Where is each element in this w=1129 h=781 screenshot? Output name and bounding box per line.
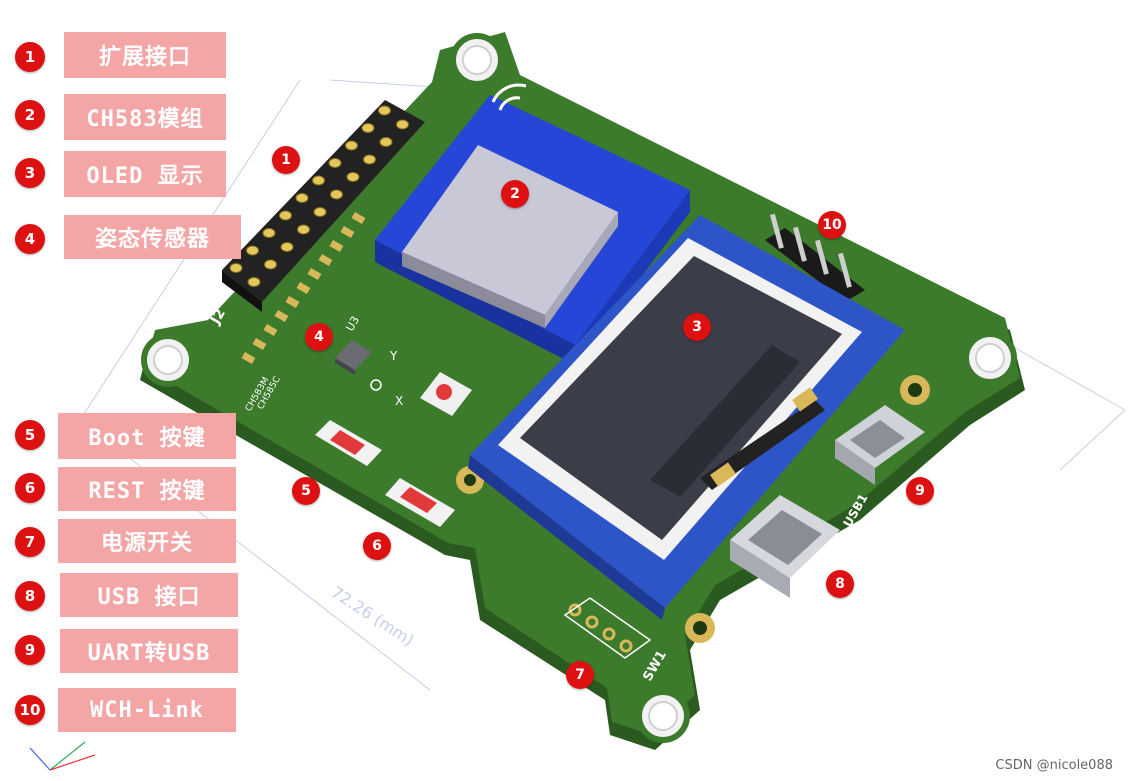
header-pin xyxy=(361,123,375,133)
smd-pad xyxy=(318,254,333,267)
silk-j2: J2 xyxy=(207,306,229,328)
board-badge: 8 xyxy=(826,570,854,598)
legend-badge: 8 xyxy=(15,581,45,611)
wifi-icon xyxy=(491,83,527,111)
legend-badge: 1 xyxy=(15,42,45,72)
dimension-text: 72.26 (mm) xyxy=(328,582,418,649)
header-pin xyxy=(264,259,277,270)
legend-badge: 10 xyxy=(15,695,45,725)
watermark: CSDN @nicole088 xyxy=(995,758,1113,773)
legend-label: 姿态传感器 xyxy=(64,215,241,259)
smd-pad xyxy=(329,240,344,253)
smd-pad xyxy=(340,226,355,239)
header-pin xyxy=(330,189,343,200)
header-pin xyxy=(396,119,409,130)
smd-pad xyxy=(351,212,366,225)
board-badge: 9 xyxy=(906,477,934,505)
header-pin xyxy=(378,105,391,116)
board-badge: 5 xyxy=(292,477,320,505)
header-pin xyxy=(379,137,393,147)
legend-label: WCH-Link xyxy=(58,688,236,732)
board-badge: 4 xyxy=(305,323,333,351)
legend-badge: 7 xyxy=(15,527,45,557)
header-pin xyxy=(313,207,327,217)
legend-label: 电源开关 xyxy=(58,519,236,563)
board-badge: 7 xyxy=(566,661,594,689)
axis-triad xyxy=(29,741,96,771)
smd-pad xyxy=(274,310,289,323)
header-pin xyxy=(262,228,276,238)
header-pin xyxy=(246,245,259,256)
legend-badge: 5 xyxy=(15,420,45,450)
silk-usb: USB xyxy=(750,594,778,627)
smd-pad xyxy=(263,324,278,337)
boot-button xyxy=(315,420,382,466)
wch-link-header xyxy=(765,213,865,302)
legend-label: UART转USB xyxy=(60,629,238,673)
legend-label: Boot 按键 xyxy=(58,413,236,459)
legend-label: CH583模组 xyxy=(64,94,226,140)
smd-pad xyxy=(285,296,300,309)
header-pin xyxy=(247,277,261,287)
reset-button xyxy=(385,478,455,527)
board-badge: 3 xyxy=(683,313,711,341)
header-pin xyxy=(279,210,292,221)
legend-label: REST 按键 xyxy=(58,467,236,511)
board-badge: 1 xyxy=(272,146,300,174)
header-pin xyxy=(297,224,310,235)
legend-label: USB 接口 xyxy=(60,573,238,617)
mounting-holes xyxy=(141,33,1017,743)
user-button xyxy=(420,372,472,416)
smd-pad xyxy=(241,352,256,365)
legend-label: OLED 显示 xyxy=(64,151,226,197)
silk-axis-origin xyxy=(370,379,382,391)
legend-badge: 9 xyxy=(15,635,45,665)
usb-c-connector xyxy=(730,495,840,598)
board-badge: 6 xyxy=(363,532,391,560)
header-pin xyxy=(229,263,243,273)
ch583-module xyxy=(375,95,690,365)
legend-badge: 6 xyxy=(15,473,45,503)
legend-badge: 3 xyxy=(15,158,45,188)
header-pin xyxy=(345,140,358,151)
board-badge: 10 xyxy=(818,211,846,239)
header-pin xyxy=(280,242,294,252)
header-pin xyxy=(363,154,376,165)
smd-pad xyxy=(307,268,322,281)
smd-pad xyxy=(296,282,311,295)
silk-axis-x: X xyxy=(395,394,403,408)
header-pin xyxy=(312,175,325,186)
expansion-header xyxy=(222,100,425,312)
imu-chip xyxy=(335,340,372,375)
smd-pad xyxy=(252,337,267,351)
legend-label: 扩展接口 xyxy=(64,32,226,78)
silk-axis-y: Y xyxy=(389,349,398,363)
board-badge: 2 xyxy=(501,180,529,208)
uart-usb-connector xyxy=(835,405,925,485)
power-switch-pads xyxy=(563,597,652,659)
legend-badge: 4 xyxy=(15,224,45,254)
header-pin xyxy=(295,193,309,203)
header-pin xyxy=(346,172,360,182)
header-pin xyxy=(328,158,342,168)
legend-badge: 2 xyxy=(15,100,45,130)
oled-display xyxy=(468,215,905,620)
